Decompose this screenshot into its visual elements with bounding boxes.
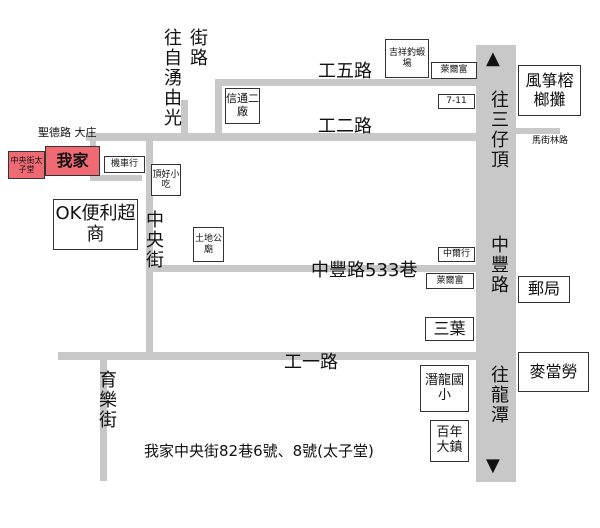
- label-yu-le-jie: 育樂街: [96, 370, 117, 430]
- road-right-spur: [516, 128, 560, 134]
- label-zhong-feng-lu-533: 中豐路533巷: [311, 260, 418, 281]
- road-gong-er-lu: [86, 133, 478, 141]
- label-zhong-yang-jie: 中央街: [143, 210, 164, 270]
- label-to-sanzaiding: 往三仔頂: [488, 90, 509, 170]
- jixiang-fish: 吉祥釣蝦場: [385, 39, 429, 78]
- address-label: 我家中央街82巷6號、8號(太子堂): [144, 442, 374, 460]
- motorcycle-shop: 機車行: [104, 156, 145, 173]
- road-left-vertical: [215, 79, 222, 136]
- label-gong-wu-lu: 工五路: [318, 61, 372, 82]
- kite-shop: 風箏榕榔攤: [518, 65, 581, 116]
- laiyafu-1: 萊爾富: [431, 62, 477, 79]
- arrow-up-icon: ▲: [486, 48, 500, 69]
- arrow-down-icon: ▼: [486, 455, 500, 476]
- road-gong-yi-lu: [58, 352, 478, 360]
- road-home-connector: [90, 175, 142, 181]
- road-main-vertical: [476, 45, 516, 482]
- seven-eleven: 7-11: [438, 94, 475, 109]
- home-box: 我家: [45, 146, 100, 176]
- dinghao-snack: 頂好小吃: [151, 164, 181, 196]
- xintong-factory: 信通二廠: [225, 88, 260, 124]
- qianlong-school: 潛龍國小: [420, 365, 469, 412]
- post-office: 郵局: [518, 276, 570, 303]
- label-gong-yi-lu: 工一路: [284, 352, 338, 373]
- sanye: 三葉: [425, 317, 474, 341]
- road-zhong-yang-jie: [146, 139, 153, 357]
- label-ruofeng-lu: 馬街林路: [532, 136, 569, 146]
- label-zhong-feng-lu: 中豐路: [488, 235, 509, 295]
- road-zhong-feng-lu-533: [150, 265, 477, 272]
- laiyafu-2: 萊爾富: [426, 273, 474, 289]
- label-sheng-de-lu: 聖德路 大庄: [38, 126, 97, 139]
- bainian-dazhen: 百年大鎮: [430, 420, 469, 462]
- label-to-ziyong: 往自湧由光街路: [161, 28, 208, 128]
- road-ziyong-vertical: [181, 100, 188, 134]
- home-side-box: 中央街太子堂: [8, 151, 45, 179]
- ok-store: OK便利超商: [53, 199, 138, 250]
- road-yu-le-jie: [100, 359, 107, 481]
- road-gong-wu-lu: [215, 79, 477, 86]
- tudi-temple: 土地公廟: [193, 227, 224, 262]
- mcdonalds: 麥當勞: [518, 352, 589, 392]
- zhongju-shop: 中爾行: [438, 247, 475, 262]
- label-to-longtan: 往龍潭: [488, 365, 509, 425]
- label-gong-er-lu: 工二路: [318, 116, 372, 137]
